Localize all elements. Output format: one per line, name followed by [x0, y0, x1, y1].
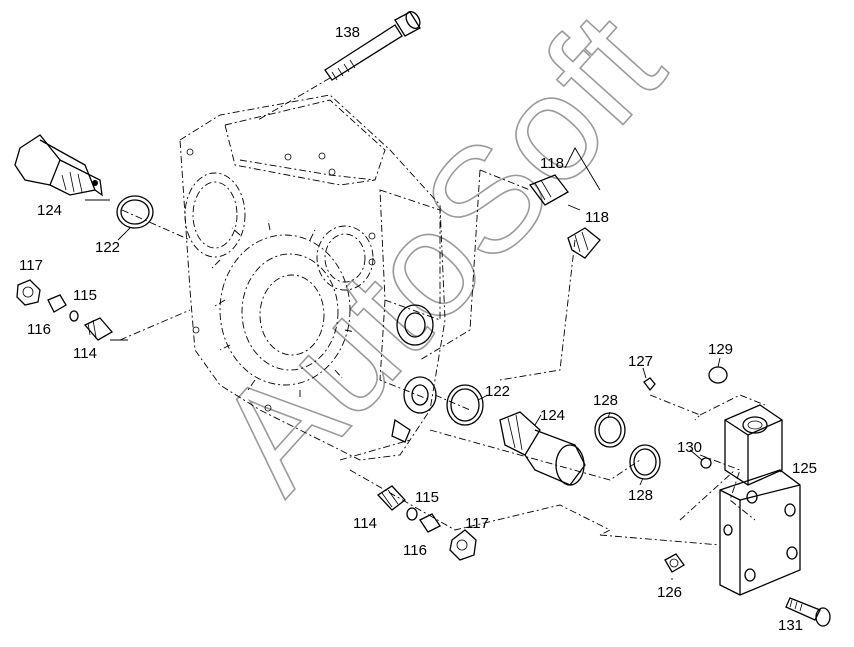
label-114-left: 114: [73, 345, 97, 362]
valve-124-upper: [14, 134, 103, 197]
label-117-bottom: 117: [465, 515, 489, 532]
label-114-bottom: 114: [353, 515, 377, 532]
leader-lines: [85, 147, 783, 580]
label-129: 129: [708, 341, 733, 358]
seal-set: [594, 366, 728, 480]
bolt-131: [785, 597, 831, 627]
bolt-138: [324, 10, 421, 81]
label-116-bottom: 116: [403, 542, 427, 559]
watermark: AutoSoft: [183, 0, 694, 522]
flange-block-125: [719, 404, 801, 596]
oring-122-center: [446, 384, 484, 426]
label-118-top: 118: [540, 155, 564, 172]
fitting-118-pair: [528, 174, 601, 259]
valve-124-center: [499, 411, 586, 486]
label-117-left: 117: [19, 257, 43, 274]
label-118-bottom: 118: [585, 209, 609, 226]
label-122-upper: 122: [95, 239, 120, 256]
oring-122-upper: [116, 195, 154, 229]
label-124-center: 124: [540, 407, 565, 424]
label-126: 126: [657, 584, 682, 601]
label-116-left: 116: [27, 321, 51, 338]
label-115-bottom: 115: [415, 489, 439, 506]
label-127: 127: [628, 353, 653, 370]
fitting-set-left: [16, 279, 114, 341]
label-122-center: 122: [485, 383, 510, 400]
label-125: 125: [792, 460, 817, 477]
label-128-top: 128: [593, 392, 618, 409]
label-131: 131: [778, 617, 803, 634]
label-128-bottom: 128: [628, 487, 653, 504]
label-124-upper: 124: [37, 202, 62, 219]
label-115-left: 115: [73, 287, 97, 304]
label-138: 138: [335, 24, 360, 41]
watermark-text: AutoSoft: [184, 0, 694, 521]
label-130: 130: [677, 439, 702, 456]
part-labels: 138 124 122 117 115 116 114 118 118 122 …: [19, 24, 817, 634]
main-housing: [179, 94, 446, 461]
plug-126: [664, 553, 685, 573]
fitting-set-bottom: [376, 485, 477, 561]
